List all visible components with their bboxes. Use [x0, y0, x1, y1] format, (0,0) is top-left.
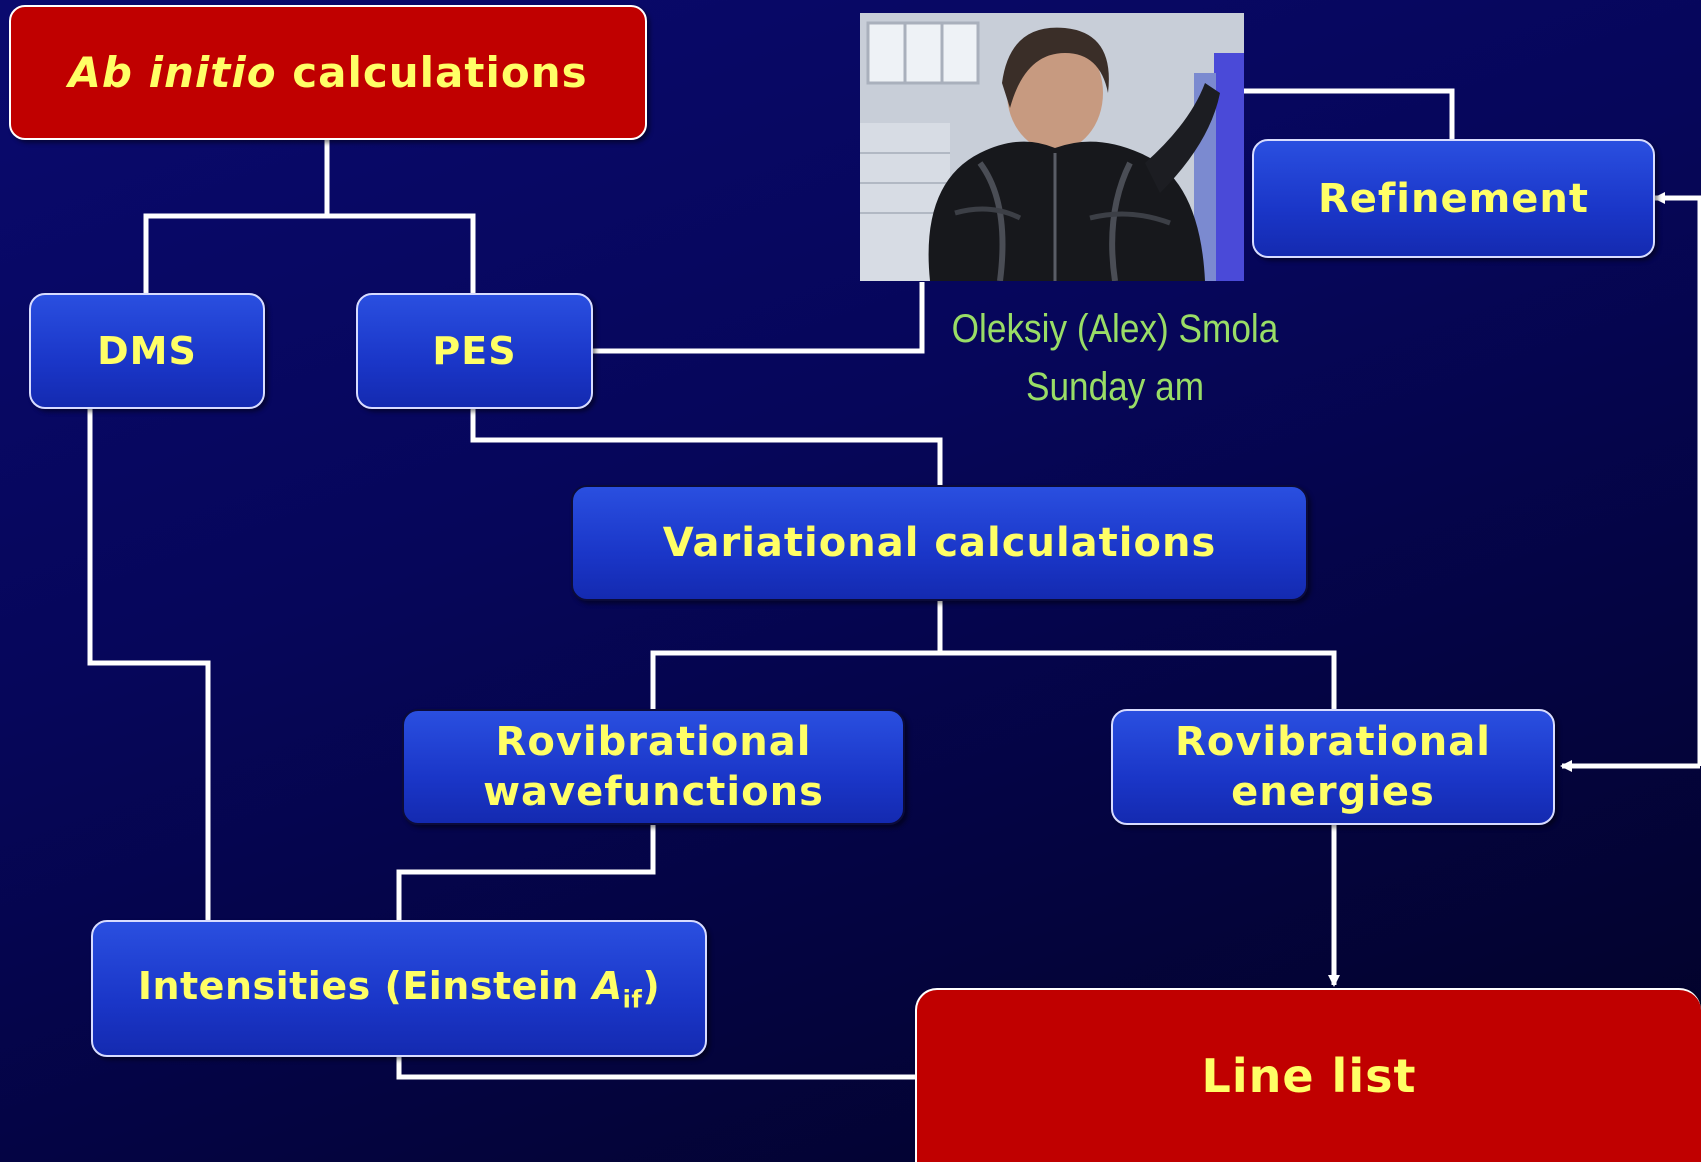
connector-variational-split — [650, 601, 1337, 709]
wavefunctions-label-line2: wavefunctions — [483, 769, 824, 815]
energies-label-line2: energies — [1231, 769, 1435, 815]
variational-label: Variational calculations — [662, 520, 1217, 566]
rovibrational-energies-box: Rovibrational energies — [1111, 709, 1555, 825]
photo-caption-time: Sunday am — [1025, 365, 1205, 409]
dms-box: DMS — [29, 293, 265, 409]
einstein-a-symbol: A — [592, 963, 623, 1008]
ab-initio-box: Ab initio calculations — [9, 5, 647, 140]
pes-label: PES — [432, 329, 517, 373]
connector-dms-intensities — [87, 409, 211, 920]
connector-photo-refinement — [1244, 88, 1455, 139]
wavefunctions-label-line1: Rovibrational — [495, 719, 812, 765]
connector-pes-variational — [470, 409, 943, 485]
line-list-box: Line list — [915, 988, 1701, 1162]
connector-pes-photo — [593, 282, 925, 354]
pes-box: PES — [356, 293, 593, 409]
portrait-photo — [860, 13, 1244, 281]
portrait-image — [860, 13, 1244, 281]
connector-intensities-linelist — [396, 1057, 915, 1080]
energies-label-line1: Rovibrational — [1175, 719, 1491, 765]
photo-caption-name: Oleksiy (Alex) Smola — [951, 307, 1279, 351]
ab-initio-emphasis: Ab initio — [68, 48, 277, 97]
einstein-a-subscript: if — [622, 985, 643, 1014]
intensities-label: Intensities (Einstein — [137, 963, 593, 1008]
connector-wavefunctions-intensities — [396, 825, 656, 920]
line-list-label: Line list — [1201, 1049, 1417, 1103]
variational-box: Variational calculations — [571, 485, 1308, 601]
ab-initio-label: calculations — [276, 48, 588, 97]
intensities-box: Intensities (Einstein Aif) — [91, 920, 707, 1057]
photo-caption: Oleksiy (Alex) Smola Sunday am — [930, 300, 1300, 416]
dms-label: DMS — [97, 329, 197, 373]
connector-refinement-loop — [1653, 192, 1701, 766]
connector-abinitio-split — [143, 140, 476, 293]
refinement-box: Refinement — [1252, 139, 1655, 258]
refinement-label: Refinement — [1317, 175, 1590, 222]
rovibrational-wavefunctions-box: Rovibrational wavefunctions — [402, 709, 905, 825]
intensities-close: ) — [642, 963, 661, 1008]
